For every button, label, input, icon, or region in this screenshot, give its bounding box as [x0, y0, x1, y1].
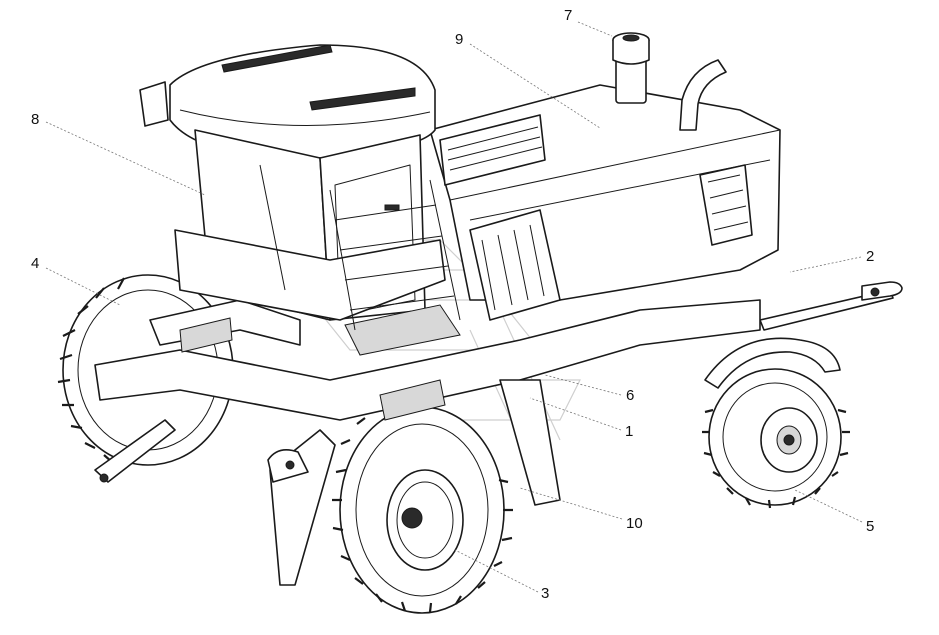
cab	[139, 44, 461, 356]
leader-10	[519, 487, 623, 520]
callout-5: 5	[866, 518, 874, 535]
callout-8: 8	[31, 111, 39, 128]
callout-4: 4	[31, 255, 39, 272]
callout-3: 3	[541, 585, 549, 602]
front-lift-arms	[94, 419, 336, 586]
callout-1: 1	[625, 423, 633, 440]
rear-right-wheel	[702, 337, 850, 509]
leader-3	[454, 549, 539, 593]
callout-2: 2	[866, 248, 874, 265]
leader-2	[789, 256, 862, 273]
callout-6: 6	[626, 387, 634, 404]
chassis	[94, 299, 761, 506]
engine-housing	[429, 84, 781, 321]
leader-1	[529, 397, 622, 431]
ladder	[329, 179, 461, 331]
callout-7: 7	[564, 7, 572, 24]
leader-6	[544, 374, 622, 396]
air-intake	[612, 32, 650, 104]
callout-10: 10	[626, 515, 643, 532]
callout-9: 9	[455, 31, 463, 48]
tow-bar	[759, 281, 903, 331]
leader-8	[45, 121, 206, 196]
leader-7	[577, 21, 613, 37]
leader-5	[794, 489, 863, 523]
leader-4	[45, 267, 121, 306]
front-wheel	[332, 406, 513, 614]
exhaust-pipe	[679, 59, 727, 131]
leader-9	[469, 43, 601, 129]
callout-labels: 1 2 3 4 5 6 7 8 9 10	[31, 7, 874, 602]
leader-lines	[45, 21, 863, 593]
